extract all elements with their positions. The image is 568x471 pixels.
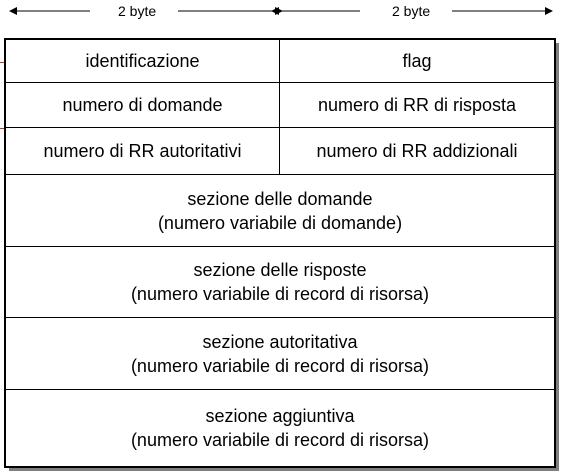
questions-section-row: sezione delle domande (numero variabile … xyxy=(6,175,554,247)
accent-tick-top xyxy=(0,62,4,63)
authority-section-row: sezione autoritativa (numero variabile d… xyxy=(6,318,554,390)
authority-section-title: sezione autoritativa xyxy=(202,331,358,352)
authority-section-subtitle: (numero variabile di record di risorsa) xyxy=(130,355,430,376)
additional-section-subtitle: (numero variabile di record di risorsa) xyxy=(130,430,430,450)
dns-message-format-diagram: identificazione flag numero di domande n… xyxy=(4,38,559,471)
num-additional-rrs-field: numero di RR addizionali xyxy=(316,141,518,161)
num-answer-rrs-field: numero di RR di risposta xyxy=(317,95,517,115)
header-row-2: numero di domande numero di RR di rispos… xyxy=(6,83,554,128)
accent-tick-bottom xyxy=(0,128,4,129)
answers-section-row: sezione delle risposte (numero variabile… xyxy=(6,247,554,318)
questions-section-subtitle: (numero variabile di domande) xyxy=(157,212,403,233)
header-row-1: identificazione flag xyxy=(6,40,554,83)
additional-section-title: sezione aggiuntiva xyxy=(205,406,355,426)
byte-width-indicator: 2 byte 2 byte xyxy=(0,0,568,26)
num-questions-field: numero di domande xyxy=(6,83,280,127)
additional-section-row: sezione aggiuntiva (numero variabile di … xyxy=(6,390,554,466)
authority-section: sezione autoritativa (numero variabile d… xyxy=(6,318,554,389)
answers-section-subtitle: (numero variabile di record di risorsa) xyxy=(130,284,430,304)
right-byte-label: 2 byte xyxy=(390,2,433,20)
additional-section: sezione aggiuntiva (numero variabile di … xyxy=(6,390,554,466)
num-authority-rrs-field: numero di RR autoritativi xyxy=(6,128,280,174)
header-row-3: numero di RR autoritativi numero di RR a… xyxy=(6,128,554,175)
identification-field: identificazione xyxy=(6,40,280,82)
answers-section: sezione delle risposte (numero variabile… xyxy=(6,247,554,317)
flags-field: flag xyxy=(402,51,432,71)
answers-section-title: sezione delle risposte xyxy=(193,260,367,280)
left-byte-label: 2 byte xyxy=(116,2,159,20)
byte-width-arrows xyxy=(9,7,553,15)
questions-section: sezione delle domande (numero variabile … xyxy=(6,175,554,246)
questions-section-title: sezione delle domande xyxy=(187,188,373,209)
diagram-frame: identificazione flag numero di domande n… xyxy=(4,38,556,468)
